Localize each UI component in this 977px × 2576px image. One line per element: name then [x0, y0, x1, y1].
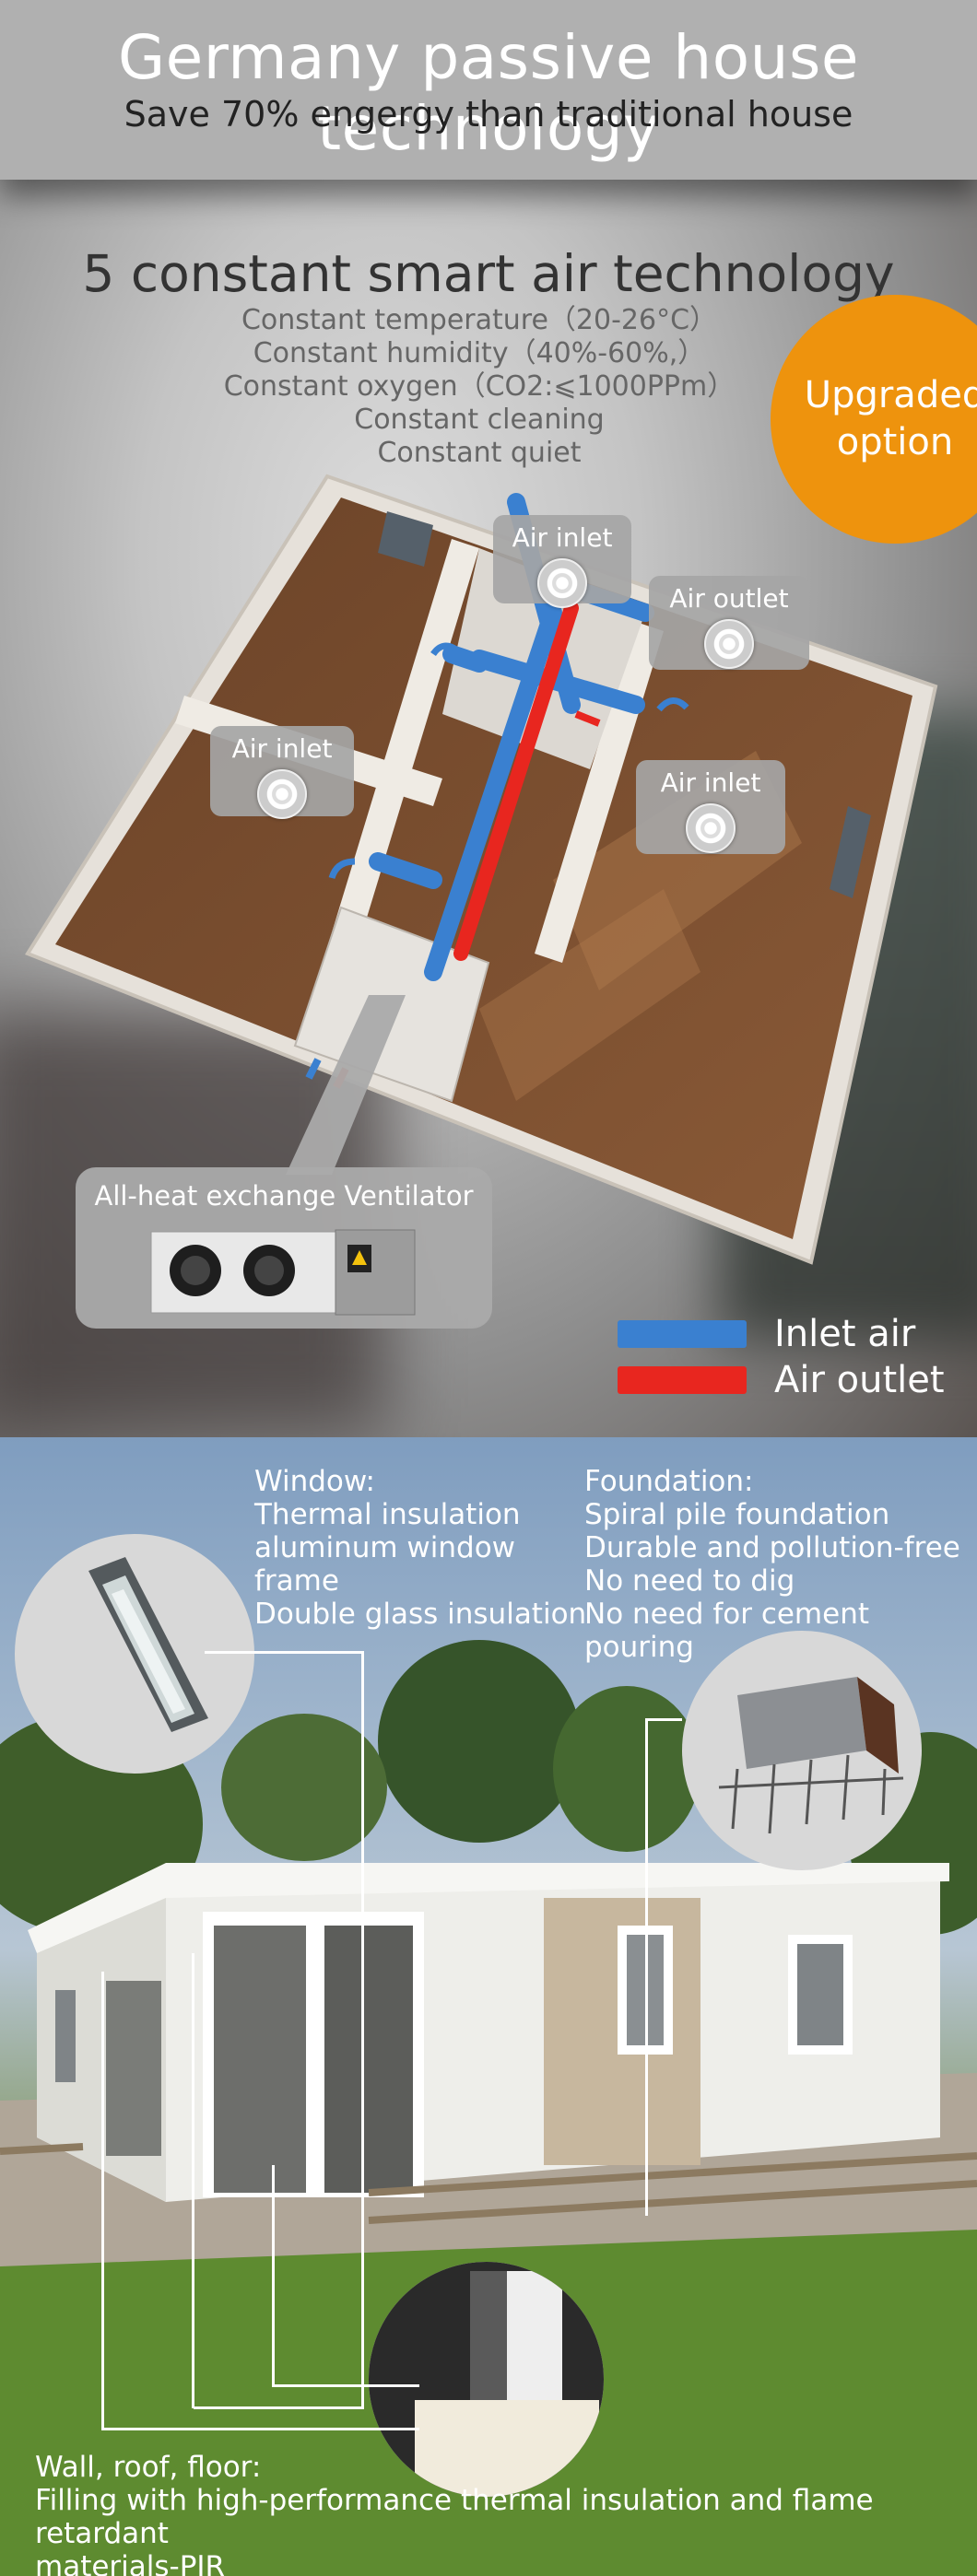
- vent-diffuser-icon: [686, 803, 736, 853]
- vent-diffuser-icon: [257, 769, 307, 819]
- callout-pointer: [286, 995, 406, 1175]
- window-line: Double glass insulation: [254, 1598, 587, 1631]
- foundation-feature-text: Foundation: Spiral pile foundation Durab…: [584, 1465, 977, 1664]
- page-title: Germany passive house technology: [118, 22, 859, 164]
- window-frame-icon: [88, 1557, 208, 1732]
- connector-line: [101, 2428, 419, 2430]
- label-text: Air inlet: [660, 767, 761, 798]
- foundation-line: No need for cement pouring: [584, 1598, 870, 1664]
- wall-line: Filling with high-performance thermal in…: [35, 2484, 874, 2550]
- air-tech-title: 5 constant smart air technology: [82, 244, 895, 303]
- house-floorplan-illustration: [25, 474, 938, 1265]
- wall-line: materials-PIR: [35, 2550, 226, 2576]
- legend-swatch-outlet: [618, 1366, 747, 1394]
- ventilator-label: All-heat exchange Ventilator: [94, 1180, 474, 1212]
- foundation-line: Spiral pile foundation: [584, 1498, 890, 1531]
- connector-line: [192, 1953, 194, 2408]
- legend-label: Air outlet: [774, 1359, 945, 1401]
- window: [378, 511, 433, 567]
- airflow-arrow: [328, 858, 356, 880]
- label-text: Air inlet: [231, 733, 333, 764]
- window-frame-detail: [15, 1534, 254, 1774]
- feature-item: Constant humidity（40%-60%,）: [253, 337, 706, 369]
- upgraded-option-badge: Upgraded option: [771, 295, 977, 544]
- ventilator-callout: All-heat exchange Ventilator: [76, 1167, 492, 1329]
- connector-line: [101, 1972, 104, 2430]
- air-inlet-label-right: Air inlet: [636, 760, 785, 854]
- feature-item: Constant quiet: [377, 437, 582, 469]
- wall-title: Wall, roof, floor:: [35, 2451, 262, 2484]
- connector-line: [194, 2406, 364, 2409]
- feature-item: Constant oxygen（CO2:⩽1000PPm）: [223, 370, 736, 403]
- legend-item: Inlet air: [618, 1311, 945, 1357]
- airflow-arrow: [305, 1058, 322, 1080]
- pir-insulation-panel-icon: [369, 2262, 604, 2497]
- window: [830, 806, 871, 898]
- feature-item: Constant cleaning: [354, 404, 605, 436]
- airflow-arrow: [430, 642, 458, 657]
- foundation-detail: [682, 1631, 922, 1870]
- vent-diffuser-icon: [704, 619, 754, 669]
- air-inlet-label-left: Air inlet: [210, 726, 354, 819]
- feature-item: Constant temperature（20-26°C）: [241, 304, 718, 336]
- window-feature-text: Window: Thermal insulation aluminum wind…: [254, 1465, 586, 1631]
- connector-line: [645, 1718, 648, 2216]
- foundation-line: Durable and pollution-free: [584, 1531, 960, 1564]
- label-text: Air outlet: [669, 583, 789, 614]
- air-technology-section: 5 constant smart air technology Constant…: [0, 180, 977, 1437]
- airflow-legend: Inlet air Air outlet: [618, 1311, 945, 1403]
- legend-item: Air outlet: [618, 1357, 945, 1403]
- connector-line: [361, 1651, 364, 2406]
- label-text: Air inlet: [512, 522, 613, 553]
- connector-line: [645, 1718, 682, 1721]
- connector-line: [205, 1651, 363, 1654]
- window-title: Window:: [254, 1465, 375, 1498]
- airflow-arrow: [656, 697, 689, 712]
- legend-label: Inlet air: [774, 1313, 916, 1355]
- air-feature-list: Constant temperature（20-26°C） Constant h…: [0, 304, 959, 470]
- insulation-detail: [369, 2262, 604, 2497]
- ventilator-machine-icon: [150, 1229, 416, 1316]
- wall-feature-text: Wall, roof, floor: Filling with high-per…: [35, 2451, 977, 2576]
- air-outlet-pipe: [453, 601, 579, 961]
- legend-swatch-inlet: [618, 1320, 747, 1348]
- window-line: aluminum window: [254, 1531, 516, 1564]
- connector-line: [272, 2384, 419, 2387]
- air-inlet-label-top: Air inlet: [493, 515, 631, 608]
- foundation-line: No need to dig: [584, 1564, 795, 1598]
- air-outlet-label: Air outlet: [649, 576, 809, 670]
- badge-line: option: [836, 421, 954, 463]
- window-line: Thermal insulation: [254, 1498, 521, 1531]
- window-line: frame: [254, 1564, 339, 1598]
- house-features-section: Window: Thermal insulation aluminum wind…: [0, 1437, 977, 2576]
- header-banner: Germany passive house technology Save 70…: [0, 0, 977, 180]
- page-subtitle: Save 70% engergy than traditional house: [124, 94, 853, 135]
- vent-diffuser-icon: [537, 558, 587, 608]
- airflow-arrow: [574, 710, 601, 727]
- spiral-pile-foundation-icon: [718, 1677, 904, 1834]
- badge-line: Upgraded: [804, 374, 977, 416]
- foundation-title: Foundation:: [584, 1465, 754, 1498]
- connector-line: [272, 2165, 275, 2386]
